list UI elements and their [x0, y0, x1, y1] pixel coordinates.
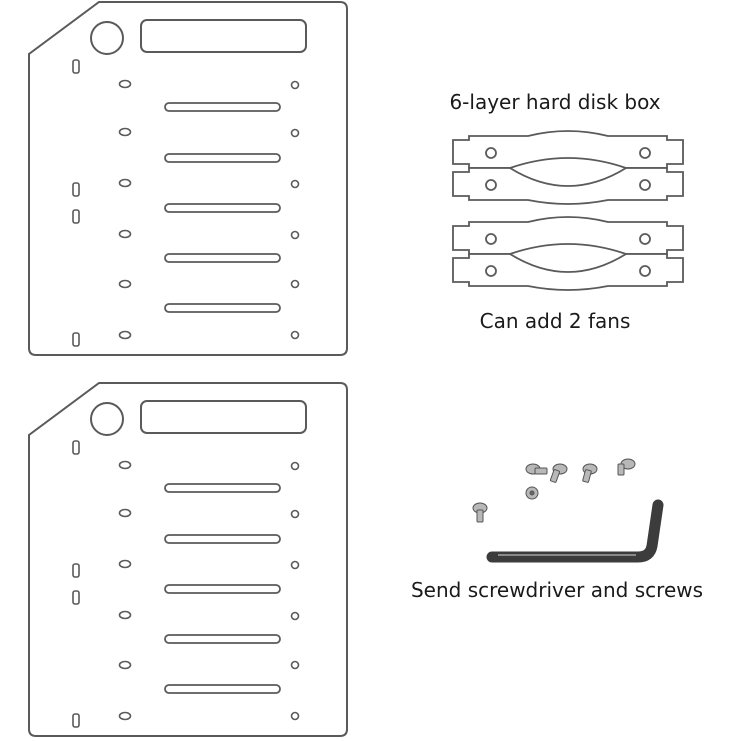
side-panel-icon [28, 1, 348, 356]
screw-icon [549, 463, 568, 483]
screw-icon [582, 463, 598, 483]
screw-icon [617, 458, 636, 476]
hard-disk-box-label: 6-layer hard disk box [449, 90, 661, 114]
side-panel-top [28, 1, 348, 356]
allen-key-icon [486, 499, 664, 563]
accessories [472, 458, 664, 563]
screw-icon [525, 463, 548, 475]
accessories-label: Send screwdriver and screws [410, 578, 704, 602]
side-panel-icon [28, 382, 348, 737]
screw-icon [525, 486, 539, 500]
fans-label: Can add 2 fans [479, 309, 631, 333]
fan-bracket-set [452, 130, 684, 291]
side-panel-bottom [28, 382, 348, 737]
screw-icon [472, 502, 488, 523]
